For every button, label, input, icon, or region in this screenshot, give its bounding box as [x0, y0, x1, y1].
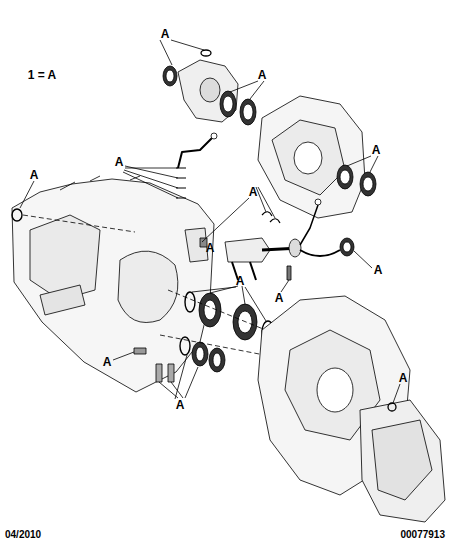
callout-letter: A — [30, 169, 39, 181]
callout-letter: A — [258, 69, 267, 81]
callout-letter: A — [249, 186, 258, 198]
callout-letter: A — [372, 144, 381, 156]
callout-letter: A — [236, 275, 245, 287]
callout-letter: A — [399, 372, 408, 384]
footer-text: 00077913 — [401, 530, 446, 540]
callout-letter: A — [176, 399, 185, 411]
callout-letter: A — [206, 242, 215, 254]
callout-letter: 1 = A — [28, 69, 57, 81]
footer-text: 04/2010 — [5, 530, 41, 540]
callout-letter: A — [161, 28, 170, 40]
callout-letter: A — [115, 156, 124, 168]
callout-letter: A — [103, 356, 112, 368]
callout-letter: A — [275, 292, 284, 304]
callout-letter: A — [374, 264, 383, 276]
